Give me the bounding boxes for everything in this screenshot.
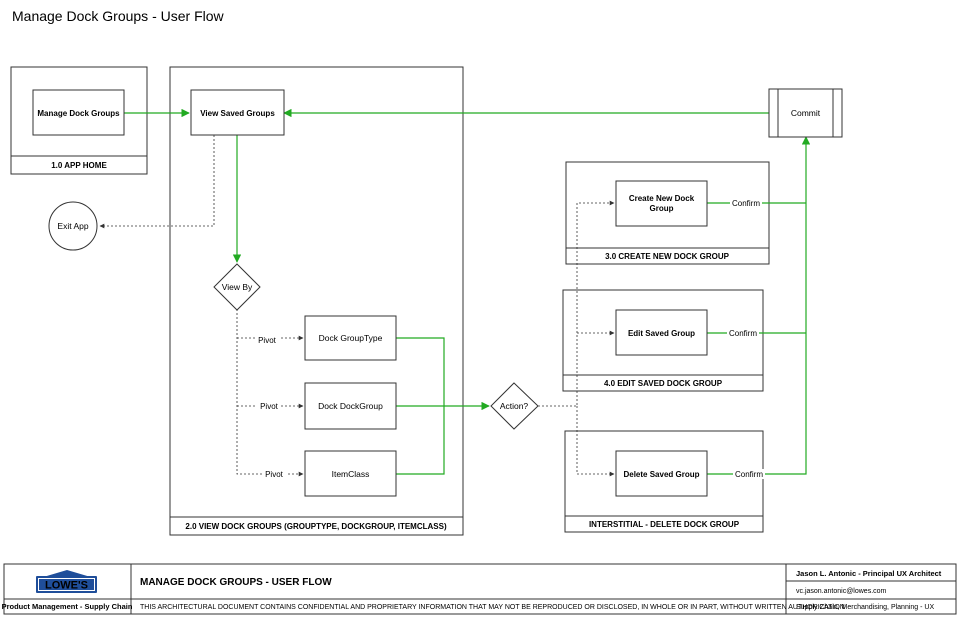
node-itemclass: ItemClass bbox=[304, 450, 397, 497]
node-delete-saved-group: Delete Saved Group bbox=[615, 450, 708, 497]
edge-label-confirm-create: Confirm bbox=[732, 199, 760, 208]
lowes-logo-text: LOWE'S bbox=[45, 580, 88, 592]
node-label-exit-app: Exit App bbox=[57, 221, 88, 231]
footer-author: Jason L. Antonic - Principal UX Architec… bbox=[796, 569, 942, 578]
node-view-by: View By bbox=[213, 263, 261, 311]
node-commit: Commit bbox=[768, 88, 843, 138]
node-dock-grouptype: Dock GroupType bbox=[304, 315, 397, 361]
node-label-itemclass: ItemClass bbox=[332, 469, 370, 479]
node-label-view-by: View By bbox=[222, 282, 253, 292]
node-create-new-dock-group: Create New Dock Group bbox=[615, 180, 708, 227]
container-label-app-home: 1.0 APP HOME bbox=[51, 161, 107, 170]
node-label-create-new-line1: Create New Dock bbox=[629, 194, 695, 203]
edge-label-confirm-delete: Confirm bbox=[735, 470, 763, 479]
lowes-logo: LOWE'S bbox=[36, 570, 97, 593]
node-label-dock-grouptype: Dock GroupType bbox=[319, 333, 383, 343]
footer-doc-title: MANAGE DOCK GROUPS - USER FLOW bbox=[140, 577, 332, 588]
node-label-manage-dock-groups: Manage Dock Groups bbox=[37, 109, 120, 118]
node-exit-app: Exit App bbox=[48, 201, 98, 251]
node-dock-dockgroup: Dock DockGroup bbox=[304, 382, 397, 430]
edge-grouptype-to-merge bbox=[396, 337, 445, 406]
node-edit-saved-group: Edit Saved Group bbox=[615, 309, 708, 356]
node-action: Action? bbox=[490, 382, 539, 430]
node-manage-dock-groups: Manage Dock Groups bbox=[32, 89, 125, 136]
container-label-edit-saved: 4.0 EDIT SAVED DOCK GROUP bbox=[604, 379, 723, 388]
node-label-delete-saved-group: Delete Saved Group bbox=[623, 470, 699, 479]
node-view-saved-groups: View Saved Groups bbox=[190, 89, 285, 136]
container-label-create-new: 3.0 CREATE NEW DOCK GROUP bbox=[605, 252, 730, 261]
footer-area: Supply Chain, Merchandising, Planning - … bbox=[796, 604, 934, 611]
node-label-dock-dockgroup: Dock DockGroup bbox=[318, 401, 383, 411]
footer-disclaimer: THIS ARCHITECTURAL DOCUMENT CONTAINS CON… bbox=[140, 604, 845, 611]
node-label-action: Action? bbox=[500, 401, 529, 411]
container-label-delete: INTERSTITIAL - DELETE DOCK GROUP bbox=[589, 520, 740, 529]
footer-department: Product Management - Supply Chain bbox=[2, 602, 133, 611]
edge-action-to-create bbox=[538, 200, 615, 407]
edge-label-pivot-grouptype: Pivot bbox=[258, 336, 277, 345]
page-title: Manage Dock Groups - User Flow bbox=[12, 8, 225, 24]
edge-label-confirm-edit: Confirm bbox=[729, 329, 757, 338]
node-label-edit-saved-group: Edit Saved Group bbox=[628, 329, 695, 338]
edge-action-to-delete bbox=[576, 406, 615, 477]
node-label-create-new-line2: Group bbox=[650, 204, 674, 213]
footer-email: vc.jason.antonic@lowes.com bbox=[796, 588, 887, 595]
node-label-commit: Commit bbox=[791, 108, 821, 118]
edge-label-pivot-itemclass: Pivot bbox=[265, 470, 284, 479]
edge-label-pivot-dockgroup: Pivot bbox=[260, 402, 279, 411]
node-label-view-saved-groups: View Saved Groups bbox=[200, 109, 275, 118]
container-label-view-dock-groups: 2.0 VIEW DOCK GROUPS (GROUPTYPE, DOCKGRO… bbox=[185, 522, 447, 531]
footer-title-block: LOWE'S Product Management - Supply Chain… bbox=[2, 563, 957, 615]
edge-itemclass-to-merge bbox=[396, 406, 445, 475]
